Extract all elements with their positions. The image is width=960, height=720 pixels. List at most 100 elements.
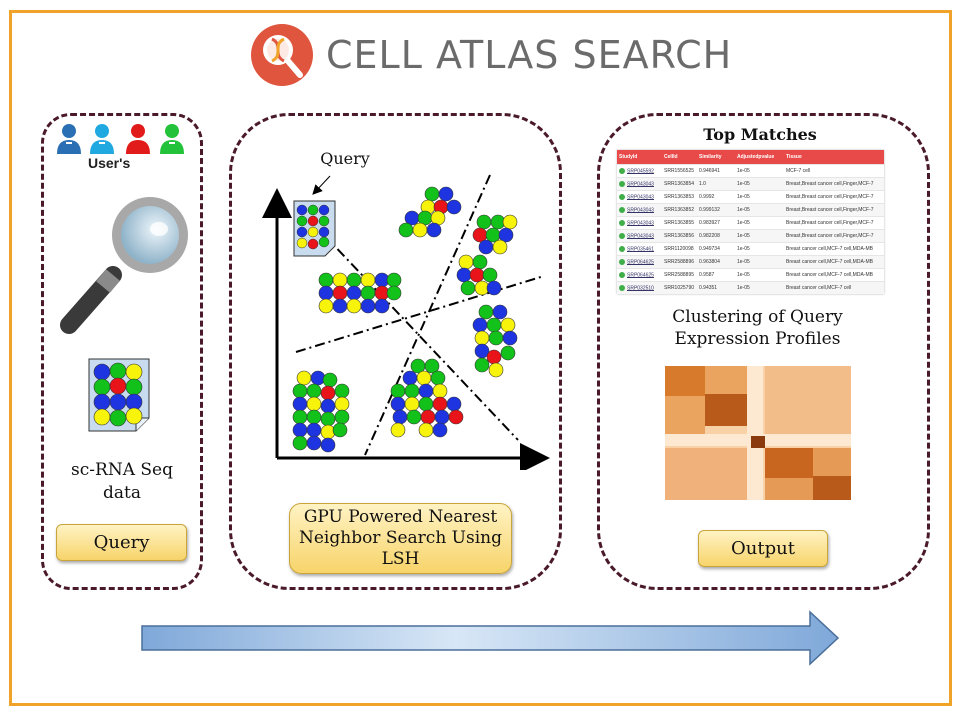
users-label: User's xyxy=(88,155,131,171)
lsh-button-line3: LSH xyxy=(381,549,420,569)
lsh-scatter-diagram xyxy=(262,174,550,470)
table-cell[interactable]: SRP064625 xyxy=(617,268,662,282)
table-cell: Breast,Breast cancer cell,Finger,MCF-7 xyxy=(784,203,884,217)
table-cell[interactable]: SRP035461 xyxy=(617,242,662,256)
col-header[interactable]: Adjustedpvalue xyxy=(735,150,784,165)
col-header[interactable]: Tissue xyxy=(784,150,884,165)
table-cell: 0.94351 xyxy=(697,281,735,294)
table-cell: 0.999132 xyxy=(697,203,735,217)
top-matches-table: StudyId CellId Similarity Adjustedpvalue… xyxy=(617,150,884,294)
cell-cluster xyxy=(398,186,462,238)
table-cell: 1e-05 xyxy=(735,242,784,256)
table-cell[interactable]: SRP043043 xyxy=(617,203,662,217)
clustering-title-line2: Expression Profiles xyxy=(674,329,841,349)
table-cell: 1e-05 xyxy=(735,255,784,269)
study-link[interactable]: SRP043043 xyxy=(627,194,654,201)
expand-icon[interactable] xyxy=(619,219,625,226)
expand-icon[interactable] xyxy=(619,206,625,213)
expand-icon[interactable] xyxy=(619,245,625,252)
expand-icon[interactable] xyxy=(619,284,625,291)
expand-icon[interactable] xyxy=(619,271,625,278)
table-cell[interactable]: SRP043043 xyxy=(617,229,662,243)
table-cell: SRR1556525 xyxy=(662,164,697,178)
table-cell[interactable]: SRP043043 xyxy=(617,177,662,191)
study-link[interactable]: SRP043043 xyxy=(627,233,654,240)
app-title: CELL ATLAS SEARCH xyxy=(326,33,733,77)
table-cell: Breast cancer cell,MCF-7 cell,MDA-MB xyxy=(784,255,884,269)
table-cell: Breast cancer cell,MCF-7 cell xyxy=(784,281,884,294)
study-link[interactable]: SRP064625 xyxy=(627,259,654,266)
header: CELL ATLAS SEARCH xyxy=(250,20,732,90)
user-query-panel xyxy=(41,113,203,590)
cell-cluster xyxy=(472,304,518,378)
table-cell[interactable]: SRP032510 xyxy=(617,281,662,294)
table-cell: SRR2588896 xyxy=(662,255,697,269)
expand-icon[interactable] xyxy=(619,258,625,265)
expand-icon[interactable] xyxy=(619,232,625,239)
col-header[interactable]: StudyId xyxy=(617,150,662,165)
outer-frame xyxy=(9,10,952,706)
table-cell: 1e-05 xyxy=(735,216,784,230)
results-panel xyxy=(597,113,930,590)
expand-icon[interactable] xyxy=(619,180,625,187)
table-cell: Breast cancer cell,MCF-7 cell,MDA-MB xyxy=(784,242,884,256)
clustering-heatmap xyxy=(665,366,851,500)
users-icon xyxy=(57,124,184,154)
output-button[interactable]: Output xyxy=(698,530,828,567)
table-cell: SRR1120098 xyxy=(662,242,697,256)
lsh-button-line1: GPU Powered Nearest xyxy=(303,507,498,527)
table-cell: Breast,Breast cancer cell,Finger,MCF-7 xyxy=(784,190,884,204)
cell-cluster xyxy=(456,254,502,296)
table-cell: MCF-7 cell xyxy=(784,164,884,178)
table-cell: 1.0 xyxy=(697,177,735,191)
table-cell: SRR2588895 xyxy=(662,268,697,282)
table-cell[interactable]: SRP043043 xyxy=(617,216,662,230)
study-link[interactable]: SRP043043 xyxy=(627,207,654,214)
clustering-title-line1: Clustering of Query xyxy=(672,307,843,327)
top-matches-title: Top Matches xyxy=(703,125,817,144)
query-button[interactable]: Query xyxy=(56,524,187,561)
table-cell: 1e-05 xyxy=(735,281,784,294)
hash-lines xyxy=(295,174,545,456)
expand-icon[interactable] xyxy=(619,167,625,174)
study-link[interactable]: SRP032510 xyxy=(627,285,654,292)
cell-cluster xyxy=(292,370,350,453)
col-header[interactable]: CellId xyxy=(662,150,697,165)
table-cell: SRR1363855 xyxy=(662,216,697,230)
data-label-line2: data xyxy=(103,483,141,503)
table-cell: SRR1363854 xyxy=(662,177,697,191)
col-header[interactable]: Similarity xyxy=(697,150,735,165)
table-cell: SRR1363852 xyxy=(662,203,697,217)
table-cell: 1e-05 xyxy=(735,203,784,217)
table-cell: SRR1363856 xyxy=(662,229,697,243)
data-label-line1: sc-RNA Seq xyxy=(71,460,173,480)
table-cell[interactable]: SRP064625 xyxy=(617,255,662,269)
study-link[interactable]: SRP043043 xyxy=(627,181,654,188)
table-cell: 0.946941 xyxy=(697,164,735,178)
table-cell: SRR1363853 xyxy=(662,190,697,204)
table-cell: 1e-05 xyxy=(735,268,784,282)
table-cell: Breast,Breast cancer cell,Finger,MCF-7 xyxy=(784,229,884,243)
query-data-icon xyxy=(88,358,150,432)
study-link[interactable]: SRP035461 xyxy=(627,246,654,253)
cell-cluster xyxy=(472,214,518,255)
table-cell: 0.9992 xyxy=(697,190,735,204)
lsh-search-button[interactable]: GPU Powered Nearest Neighbor Search Usin… xyxy=(289,503,512,574)
cell-cluster xyxy=(390,358,464,438)
expand-icon[interactable] xyxy=(619,193,625,200)
table-cell[interactable]: SRP043043 xyxy=(617,190,662,204)
study-link[interactable]: SRP064625 xyxy=(627,272,654,279)
table-cell[interactable]: SRP045592 xyxy=(617,164,662,178)
table-cell: 0.9587 xyxy=(697,268,735,282)
study-link[interactable]: SRP045592 xyxy=(627,168,654,175)
study-link[interactable]: SRP043043 xyxy=(627,220,654,227)
lsh-button-line2: Neighbor Search Using xyxy=(298,528,502,548)
